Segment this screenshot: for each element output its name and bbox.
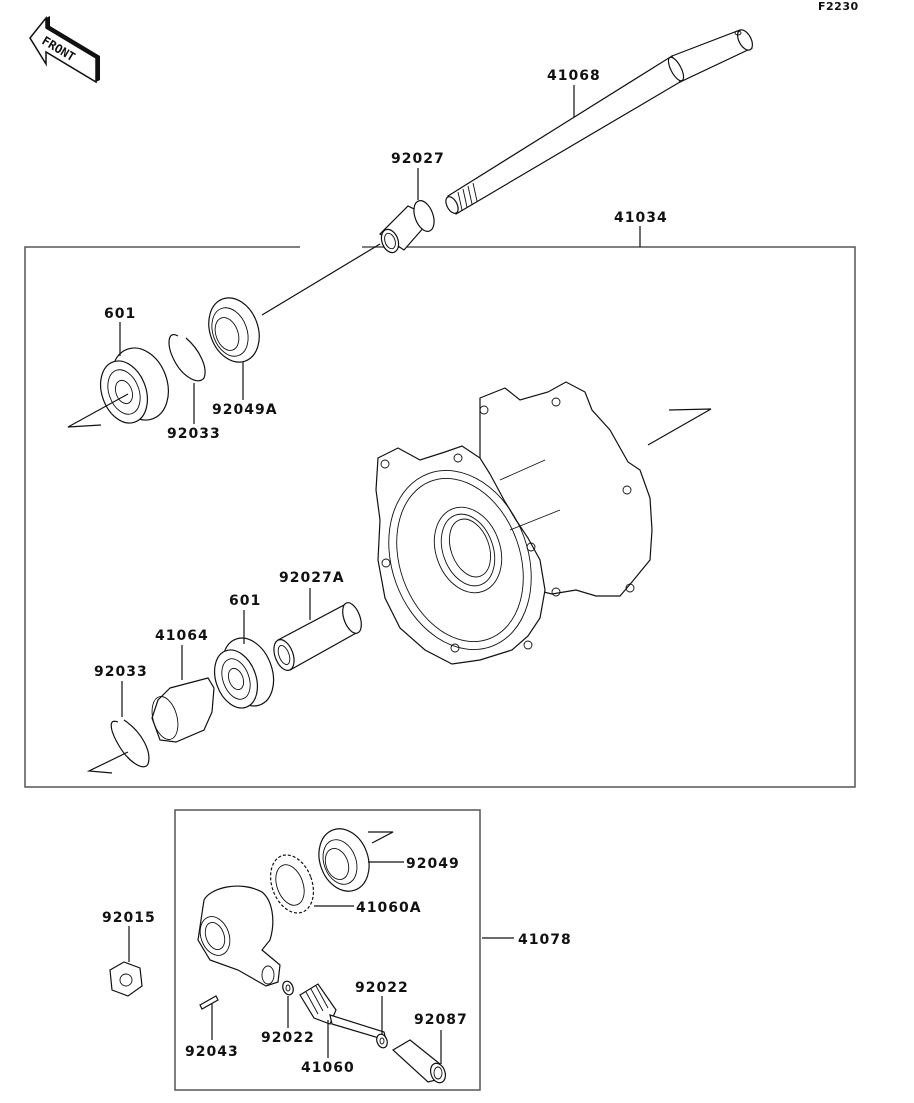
oil-seal-top-part[interactable] [200, 291, 268, 369]
part-label-41064[interactable]: 41064 [155, 628, 209, 644]
hub-part[interactable] [365, 381, 653, 670]
part-label-92049[interactable]: 92049 [406, 856, 460, 872]
part-label-601-bottom[interactable]: 601 [229, 593, 261, 609]
retainer-part[interactable] [148, 677, 215, 743]
part-label-41060[interactable]: 41060 [301, 1060, 355, 1076]
bearing-top-part[interactable] [92, 340, 178, 430]
oil-seal-gear-part[interactable] [311, 822, 378, 899]
bushing-part[interactable] [391, 1039, 448, 1085]
part-label-92027[interactable]: 92027 [391, 151, 445, 167]
diagram-code: F2230 [818, 0, 859, 13]
drive-gear-part[interactable] [263, 849, 321, 919]
part-label-92087[interactable]: 92087 [414, 1012, 468, 1028]
hub-assembly-box [24, 226, 856, 788]
front-arrow-icon: FRONT [29, 15, 100, 84]
bearing-bottom-part[interactable] [207, 631, 283, 714]
washer-right-part[interactable] [375, 1033, 389, 1050]
part-label-41034[interactable]: 41034 [614, 210, 668, 226]
part-label-92015[interactable]: 92015 [102, 910, 156, 926]
part-label-92043[interactable]: 92043 [185, 1044, 239, 1060]
part-label-92033-top[interactable]: 92033 [167, 426, 221, 442]
collar-inner-part[interactable] [270, 600, 365, 673]
part-label-41060a[interactable]: 41060A [356, 900, 422, 916]
part-label-92022-right[interactable]: 92022 [355, 980, 409, 996]
part-label-601-top[interactable]: 601 [104, 306, 136, 322]
washer-left-part[interactable] [281, 980, 295, 997]
axle-nut-part[interactable] [109, 961, 143, 997]
gear-assembly-box [174, 809, 481, 1091]
part-label-92033-bottom[interactable]: 92033 [94, 664, 148, 680]
axle-part[interactable] [443, 27, 755, 215]
part-label-92049a[interactable]: 92049A [212, 402, 278, 418]
circlip-bottom-part[interactable] [110, 719, 150, 768]
collar-top-part[interactable] [378, 198, 438, 255]
part-label-41068[interactable]: 41068 [547, 68, 601, 84]
part-label-92027a[interactable]: 92027A [279, 570, 345, 586]
circlip-top-part[interactable] [168, 334, 206, 382]
part-label-92022-left[interactable]: 92022 [261, 1030, 315, 1046]
gear-housing-part[interactable] [195, 885, 281, 987]
pin-part[interactable] [199, 995, 219, 1010]
part-label-41078[interactable]: 41078 [518, 932, 572, 948]
